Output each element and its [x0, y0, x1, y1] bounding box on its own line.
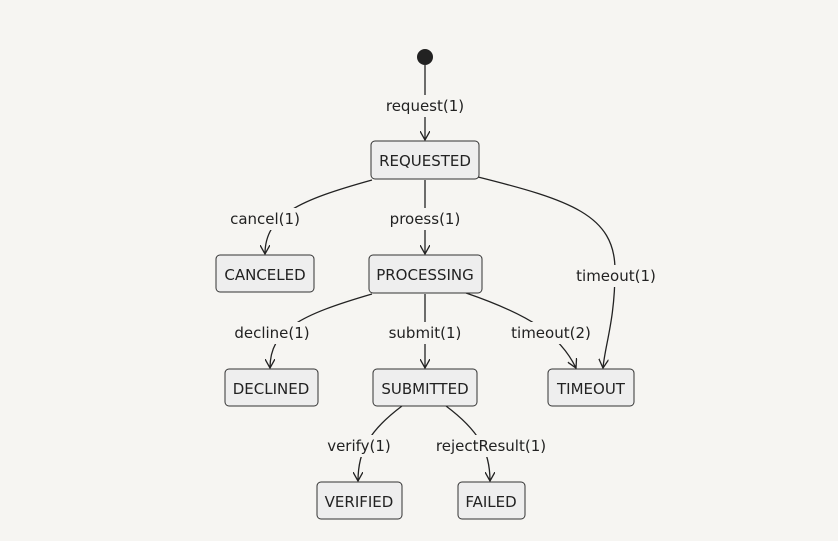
state-submitted: SUBMITTED	[372, 368, 478, 407]
svg-text:CANCELED: CANCELED	[224, 266, 305, 284]
edge-label-request: request(1)	[383, 95, 467, 117]
state-timeout: TIMEOUT	[547, 368, 635, 407]
svg-text:timeout(2): timeout(2)	[511, 324, 591, 342]
initial-state-dot	[417, 49, 433, 65]
state-verified: VERIFIED	[316, 481, 403, 520]
svg-text:PROCESSING: PROCESSING	[376, 266, 474, 284]
edge-label-proess: proess(1)	[388, 208, 464, 230]
svg-text:cancel(1): cancel(1)	[230, 210, 300, 228]
edge-label-timeout-from-requested: timeout(1)	[572, 265, 660, 287]
svg-text:verify(1): verify(1)	[327, 437, 391, 455]
svg-text:decline(1): decline(1)	[234, 324, 309, 342]
edge-label-decline: decline(1)	[230, 322, 314, 344]
svg-text:request(1): request(1)	[386, 97, 464, 115]
svg-text:FAILED: FAILED	[465, 493, 516, 511]
edge-label-reject-result: rejectResult(1)	[430, 435, 552, 457]
edge-label-cancel: cancel(1)	[226, 208, 304, 230]
state-canceled: CANCELED	[215, 254, 315, 293]
svg-text:rejectResult(1): rejectResult(1)	[436, 437, 546, 455]
svg-text:submit(1): submit(1)	[389, 324, 462, 342]
svg-text:timeout(1): timeout(1)	[576, 267, 656, 285]
svg-text:proess(1): proess(1)	[390, 210, 461, 228]
edge-label-timeout-from-processing: timeout(2)	[507, 322, 595, 344]
state-declined: DECLINED	[224, 368, 319, 407]
state-requested: REQUESTED	[370, 140, 480, 180]
svg-text:REQUESTED: REQUESTED	[379, 152, 471, 170]
edge-label-submit: submit(1)	[386, 322, 464, 344]
edge-label-verify: verify(1)	[322, 435, 396, 457]
svg-text:SUBMITTED: SUBMITTED	[381, 380, 468, 398]
svg-text:DECLINED: DECLINED	[233, 380, 310, 398]
state-failed: FAILED	[457, 481, 526, 520]
state-processing: PROCESSING	[368, 254, 483, 294]
svg-text:TIMEOUT: TIMEOUT	[556, 380, 626, 398]
edge-timeout-from-requested	[477, 176, 616, 368]
svg-text:VERIFIED: VERIFIED	[325, 493, 394, 511]
